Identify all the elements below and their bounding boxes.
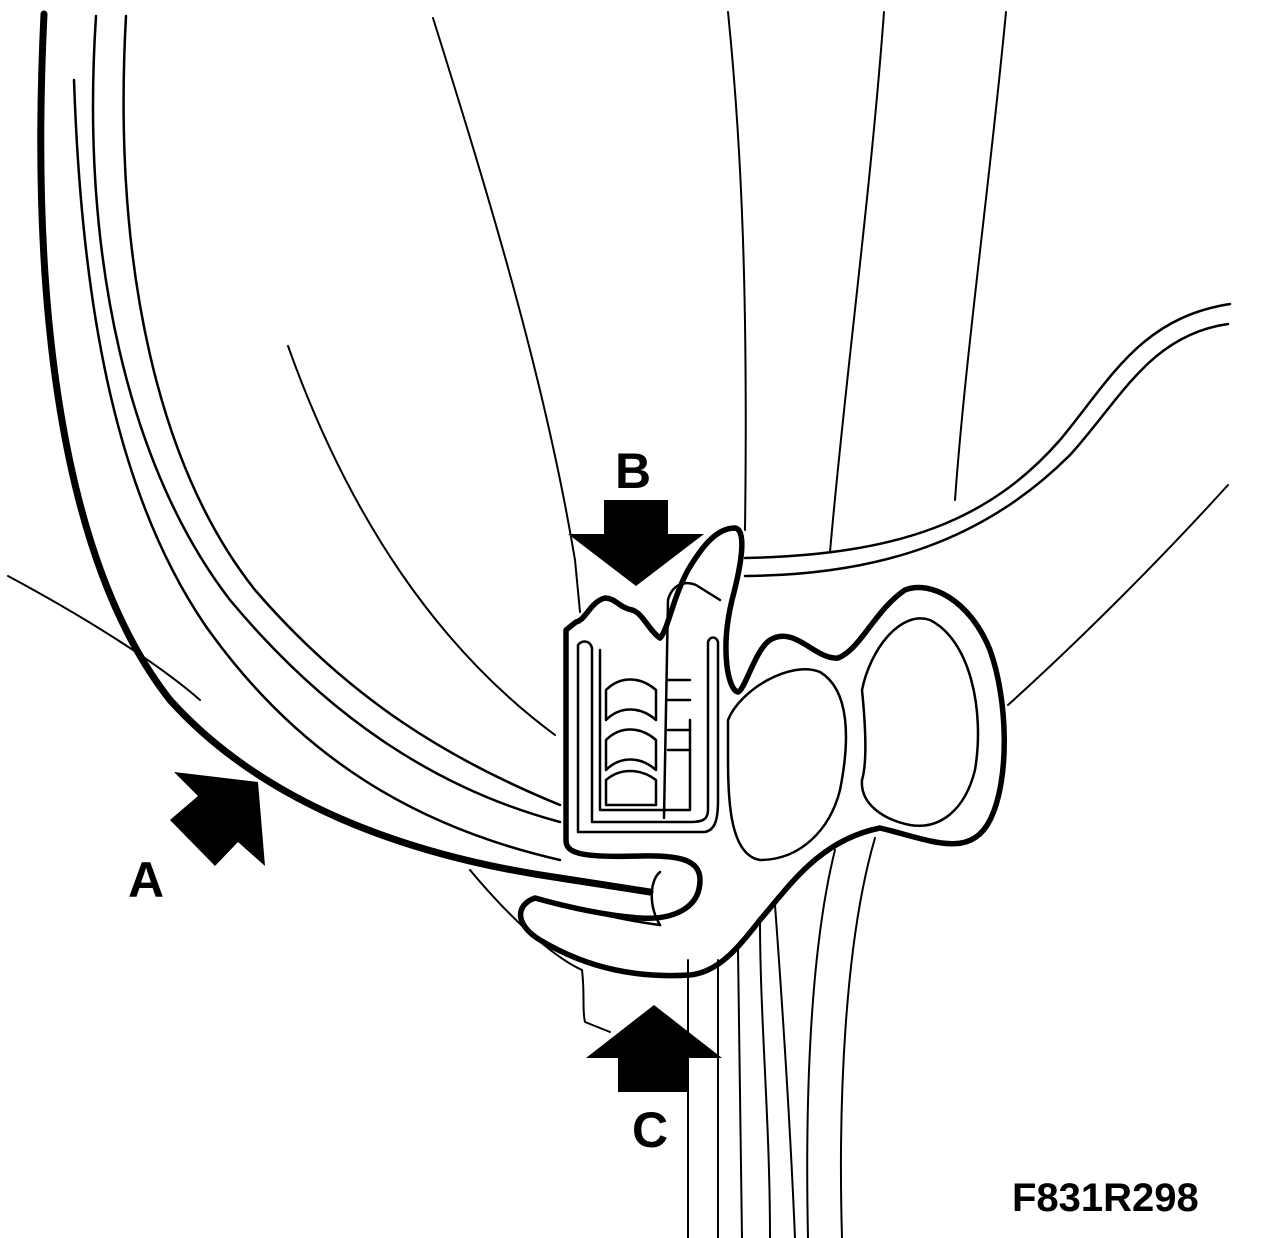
seal-bulb-chamber-left [726,668,848,862]
seal-inner-channel-outer [576,636,720,834]
pillar-line-3 [737,949,743,1238]
pillar-line-7 [839,837,876,1238]
door-frame-inner-line-3 [72,78,562,862]
door-frame-inner-line-1 [91,14,562,824]
pillar-line-5 [774,904,796,1238]
arrow-c [586,1005,722,1092]
lower-body-edge [469,869,611,1033]
pillar-line-6 [806,849,836,1238]
seal-bulb-chamber-right [860,617,980,827]
seal-tail-tip [650,870,662,927]
door-frame-outer-edge [37,10,654,896]
right-panel-edge-line [1007,484,1229,706]
body-panel-line-top-1 [727,11,747,531]
arrow-a [170,772,265,866]
arrow-b [568,500,704,586]
figure-code: F831R298 [1012,1176,1199,1220]
seal-tail-inner [533,896,662,927]
body-panel-line-top-2 [829,11,885,553]
seal-inner-channel-rib-4 [604,769,658,807]
body-panel-line-curve-left [287,345,556,736]
flange-outer-line [743,302,1232,560]
seal-clip-tongue [662,581,722,820]
callout-label-a: A [128,852,165,908]
body-panel-line-top-3 [954,11,1007,501]
seal-inner-channel-rib-2 [604,678,658,722]
door-frame-inner-line-2 [122,14,562,807]
body-panel-line-lower-left [7,575,201,701]
pillar-line-4 [759,919,771,1238]
seal-inner-channel-rib-1 [598,648,692,812]
callout-label-b: B [615,443,652,499]
seal-inner-channel-rib-3 [604,728,658,772]
callout-label-c: C [632,1102,669,1158]
seal-clip-tongue-notch-1 [666,678,692,752]
body-panel-line-upper-middle [432,17,581,613]
flange-inner-line [743,322,1230,578]
